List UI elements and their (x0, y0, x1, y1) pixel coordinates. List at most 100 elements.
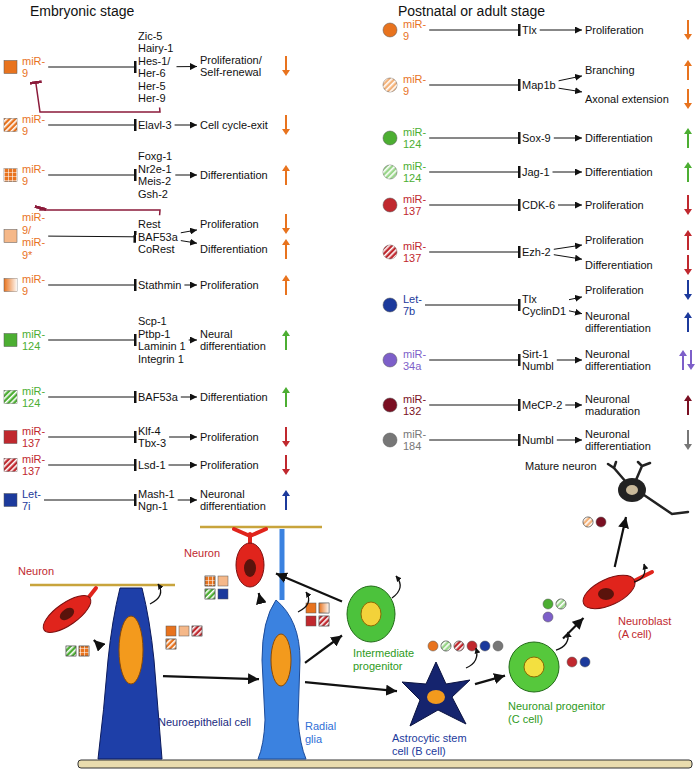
target-list-text: Foxg-1 (138, 150, 172, 163)
trend-arrow (684, 89, 692, 109)
inhibition-line (48, 397, 135, 398)
row-marker (383, 353, 397, 367)
arrow-connector (554, 255, 582, 260)
target-list-text: Her-9 (138, 92, 173, 105)
outcome-label: Proliferation (585, 234, 644, 247)
target-list: Sox-9 (522, 132, 551, 145)
target-list-text: Ezh-2 (522, 246, 551, 259)
mirna-label-text: miR-9 (403, 73, 426, 98)
stage-heading: Postnatal or adult stage (398, 3, 545, 19)
arrow-connector (163, 676, 259, 679)
arrow-connector (554, 245, 582, 249)
trend-arrow (684, 128, 692, 148)
arrow-connector (559, 88, 582, 92)
mirna-label-text: miR-137 (22, 453, 45, 478)
trend-arrow (282, 330, 290, 350)
trend-arrow (282, 490, 290, 510)
outcome-label: Differentiation (200, 169, 268, 182)
inhibition-line (44, 500, 135, 501)
outcome-label: Neuronal differentiation (585, 428, 651, 453)
target-list-text: BAF53a (138, 231, 178, 244)
arrow-connector (558, 205, 582, 206)
target-list-text: Hes-1/ (138, 55, 173, 68)
cell-label: Neuron (18, 565, 54, 578)
arrow-connector (94, 640, 97, 643)
target-list: Jag-1 (522, 166, 550, 179)
neuroblast (578, 568, 652, 615)
target-list-text: CoRest (138, 243, 178, 256)
trend-arrow (684, 60, 692, 80)
outcome-label-text: Neuronal differentiation (585, 428, 651, 453)
outcome-label-text: Cell cycle-exit (200, 119, 268, 132)
inhibition-line (48, 125, 135, 126)
trend-arrow (282, 115, 290, 135)
target-list: Map1b (522, 79, 556, 92)
cell-label: Intermediate progenitor (353, 647, 414, 672)
target-list-text: Scp-1 (138, 315, 186, 328)
trend-arrow (684, 195, 692, 215)
outcome-label-text: Differentiation (585, 259, 653, 272)
trend-arrow (684, 280, 692, 300)
arrow-connector (553, 172, 583, 173)
target-list-text: Hairy-1 (138, 42, 173, 55)
outcome-label-text: Neuronal maduration (585, 393, 640, 418)
target-list-text: MeCP-2 (522, 399, 562, 412)
trend-arrow (282, 275, 290, 295)
target-list-text: Integrin 1 (138, 353, 186, 366)
mirna-label-text: miR-9/ miR-9* (22, 211, 45, 261)
target-list-text: Numbl (522, 360, 554, 373)
outcome-label-text: Proliferation/ Self-renewal (200, 54, 262, 79)
intermediate-progenitor (347, 586, 395, 642)
mirna-label: miR-34a (403, 348, 426, 373)
pial-surface (200, 526, 322, 529)
row-marker (383, 23, 397, 37)
target-list: Scp-1Ptbp-1Laminin 1Integrin 1 (138, 315, 186, 365)
target-list-text: Rest (138, 218, 178, 231)
row-marker (4, 230, 17, 243)
target-list-text: Ngn-1 (138, 500, 175, 513)
arrow-connector (181, 241, 197, 244)
mirna-label-text: Let-7i (22, 488, 41, 513)
outcome-label-text: Proliferation (585, 284, 644, 297)
target-list: RestBAF53aCoRest (138, 218, 178, 256)
outcome-label: Proliferation (585, 199, 644, 212)
mirna-label: miR-137 (403, 193, 426, 218)
outcome-label: Differentiation (585, 259, 653, 272)
arrow-connector (181, 397, 197, 398)
target-list-text: Elavl-3 (138, 119, 172, 132)
outcome-label: Proliferation (200, 431, 259, 444)
radial-glia (258, 529, 306, 759)
target-list-text: CyclinD1 (522, 305, 566, 318)
target-list-text: Klf-4 (138, 425, 166, 438)
arrow-connector (565, 405, 582, 406)
mirna-label: miR-9 (403, 73, 426, 98)
outcome-label-text: Axonal extension (585, 93, 669, 106)
mirna-label-text: miR-132 (403, 393, 426, 418)
inhibition-line (48, 175, 135, 176)
mirna-label-text: miR-9 (22, 273, 45, 298)
target-list-text: Tlx (522, 24, 537, 37)
outcome-label-text: Proliferation (200, 218, 259, 231)
outcome-label-text: Neuronal differentiation (200, 488, 266, 513)
row-marker (4, 169, 17, 182)
target-list-text: Numbl (522, 434, 554, 447)
inhibition-line (48, 437, 135, 438)
cell-node: Mature neuron (605, 462, 660, 514)
mirna-label: miR-124 (403, 126, 426, 151)
inhibition-line (429, 138, 519, 139)
outcome-label: Proliferation (200, 459, 259, 472)
outcome-label-text: Neural differentiation (200, 328, 266, 353)
target-list-text: Nr2e-1 (138, 163, 172, 176)
cell-node: Intermediate progenitor (345, 585, 397, 643)
mirna-label: miR-137 (22, 425, 45, 450)
arrow-connector (175, 175, 197, 176)
target-list: Stathmin (138, 279, 181, 292)
row-marker (4, 391, 17, 404)
row-marker (383, 78, 397, 92)
row-marker (383, 398, 397, 412)
mirna-label-text: miR-9 (403, 18, 426, 43)
arrow-connector (554, 138, 582, 139)
outcome-label-text: Proliferation (585, 234, 644, 247)
mirna-label: miR-9 (22, 55, 45, 80)
